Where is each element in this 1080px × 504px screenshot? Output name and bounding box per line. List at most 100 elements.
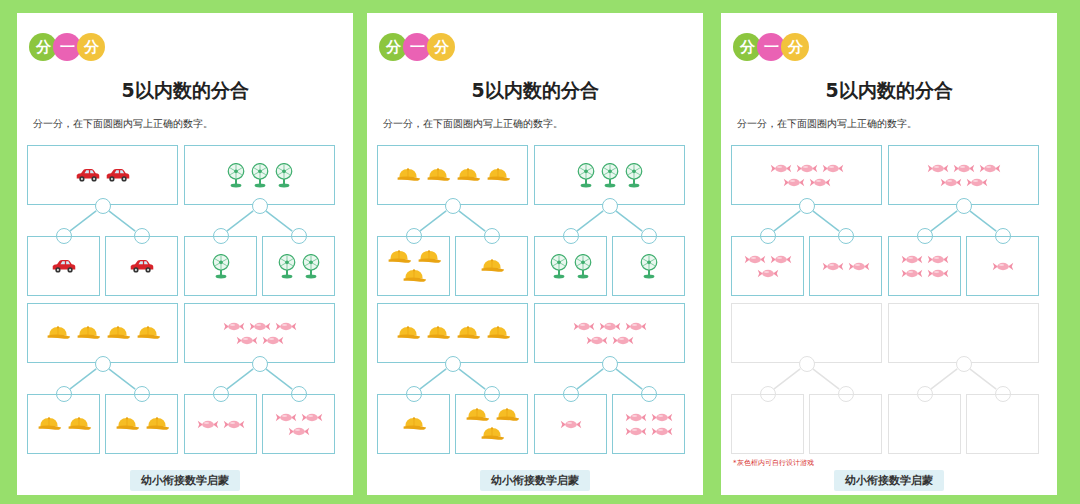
icon-part bbox=[641, 254, 657, 270]
fan-icon bbox=[624, 163, 644, 188]
item-group bbox=[558, 419, 584, 430]
part-box bbox=[966, 236, 1039, 296]
icon-part bbox=[116, 326, 118, 328]
icon-part bbox=[757, 269, 762, 276]
icon-part bbox=[487, 334, 510, 338]
part-box bbox=[455, 394, 528, 454]
fan-icon bbox=[301, 254, 321, 279]
part-box bbox=[731, 236, 804, 296]
icon-part bbox=[943, 255, 948, 262]
icon-part bbox=[958, 164, 970, 171]
answer-circle bbox=[799, 356, 815, 372]
icon-part bbox=[76, 169, 99, 179]
answer-circle bbox=[956, 356, 972, 372]
cap-icon bbox=[479, 258, 505, 274]
icon-part bbox=[631, 429, 636, 431]
icon-part bbox=[496, 326, 498, 328]
candy-icon bbox=[288, 426, 310, 437]
icon-part bbox=[827, 262, 839, 269]
icon-part bbox=[799, 178, 804, 185]
item-group bbox=[990, 261, 1016, 272]
icon-part bbox=[584, 169, 588, 173]
icon-part bbox=[1008, 262, 1013, 269]
cap-icon bbox=[66, 416, 92, 432]
icon-part bbox=[560, 420, 565, 427]
icon-part bbox=[497, 169, 498, 178]
icon-part bbox=[940, 178, 945, 185]
icon-part bbox=[760, 255, 765, 262]
icon-part bbox=[496, 416, 519, 420]
icon-part bbox=[87, 327, 88, 336]
part-box bbox=[455, 236, 528, 296]
footer-text: 幼小衔接数学启蒙 bbox=[141, 473, 229, 488]
whole-box bbox=[184, 145, 335, 205]
split-line bbox=[109, 369, 135, 389]
fan-icon bbox=[549, 254, 569, 279]
icon-part bbox=[403, 425, 426, 429]
icon-part bbox=[628, 164, 640, 177]
candy-icon bbox=[275, 412, 297, 423]
part-box bbox=[534, 394, 607, 454]
item-group bbox=[742, 254, 794, 279]
icon-part bbox=[901, 269, 906, 276]
icon-part bbox=[121, 176, 126, 181]
icon-part bbox=[489, 327, 506, 336]
icon-part bbox=[145, 267, 150, 272]
icon-part bbox=[80, 178, 82, 180]
icon-part bbox=[79, 327, 96, 336]
whole-box bbox=[377, 145, 528, 205]
icon-part bbox=[586, 336, 591, 343]
icon-part bbox=[578, 163, 594, 179]
icon-part bbox=[750, 257, 755, 259]
icon-part bbox=[418, 258, 441, 262]
split-line bbox=[70, 369, 96, 389]
icon-part bbox=[553, 255, 565, 268]
icon-part bbox=[49, 327, 66, 336]
candy-icon bbox=[770, 163, 792, 174]
icon-part bbox=[268, 338, 273, 340]
icon-part bbox=[481, 267, 504, 271]
icon-part bbox=[229, 422, 234, 424]
icon-part bbox=[79, 176, 84, 181]
candy-icon bbox=[262, 335, 284, 346]
cap-icon bbox=[464, 407, 490, 423]
icon-part bbox=[228, 322, 240, 329]
icon-part bbox=[294, 429, 299, 431]
icon-part bbox=[278, 183, 289, 187]
worksheet-page: 5以内数的分合分一分，在下面圆圈内写上正确的数字。*灰色框内可自行设计游戏分一分… bbox=[721, 13, 1057, 495]
page-title: 5以内数的分合 bbox=[721, 78, 1057, 104]
part-box bbox=[809, 394, 882, 454]
item-group bbox=[34, 416, 94, 432]
part-box bbox=[809, 236, 882, 296]
icon-part bbox=[483, 260, 500, 269]
icon-part bbox=[828, 264, 833, 266]
cap-icon bbox=[395, 167, 421, 183]
icon-part bbox=[643, 255, 655, 268]
icon-part bbox=[630, 413, 642, 420]
part-box bbox=[534, 236, 607, 296]
icon-part bbox=[249, 322, 254, 329]
icon-part bbox=[864, 262, 869, 269]
icon-part bbox=[197, 420, 202, 427]
candy-icon bbox=[809, 177, 831, 188]
icon-part bbox=[293, 427, 305, 434]
icon-part bbox=[468, 408, 485, 417]
icon-part bbox=[599, 322, 604, 329]
icon-part bbox=[412, 269, 414, 271]
icon-part bbox=[215, 274, 226, 278]
icon-part bbox=[84, 170, 94, 173]
icon-part bbox=[147, 327, 148, 336]
fan-icon bbox=[573, 254, 593, 279]
icon-part bbox=[91, 176, 96, 181]
item-group bbox=[112, 416, 172, 432]
note-text: *灰色框内可自行设计游戏 bbox=[733, 458, 814, 468]
icon-part bbox=[625, 427, 630, 434]
icon-part bbox=[69, 269, 71, 271]
icon-part bbox=[213, 254, 229, 270]
icon-part bbox=[405, 269, 422, 278]
icon-part bbox=[628, 183, 639, 187]
icon-part bbox=[467, 169, 468, 178]
icon-part bbox=[906, 255, 918, 262]
candy-icon bbox=[757, 268, 779, 279]
answer-circle bbox=[799, 198, 815, 214]
